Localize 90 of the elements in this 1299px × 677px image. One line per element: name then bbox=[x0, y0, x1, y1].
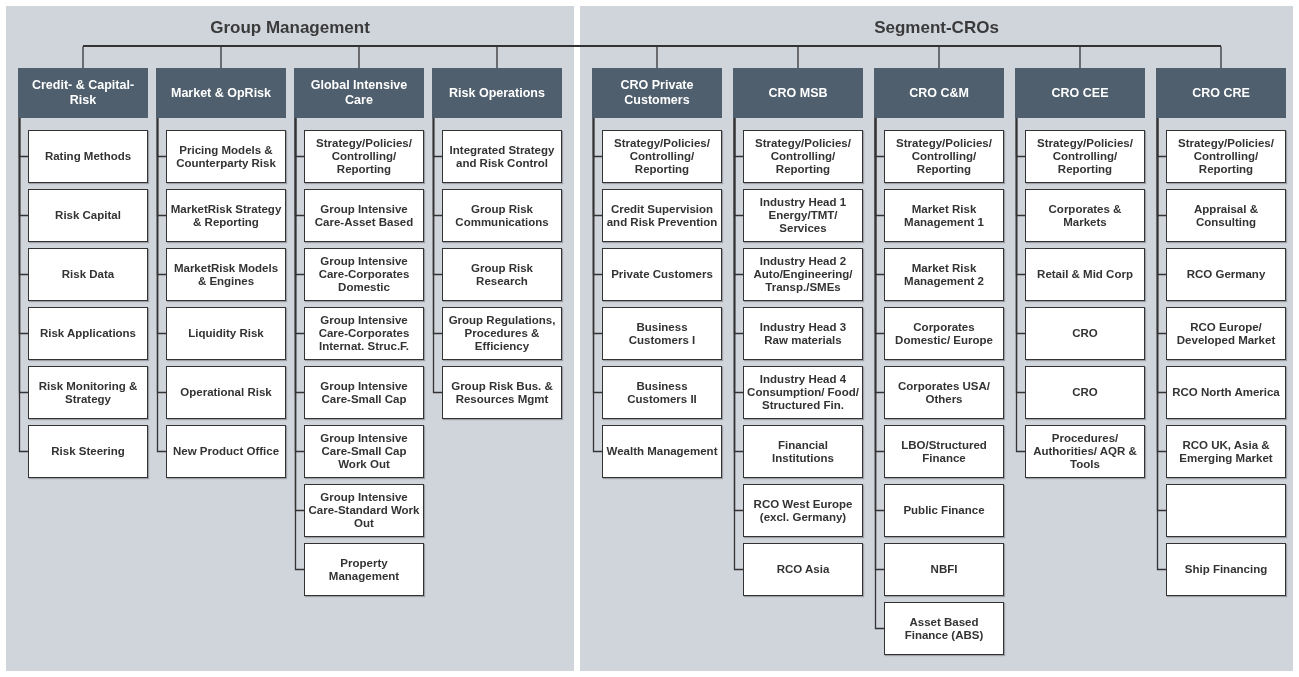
unit-box: RCO UK, Asia & Emerging Market bbox=[1166, 425, 1286, 478]
unit-box: Group Intensive Care-Corporates Domestic bbox=[304, 248, 424, 301]
bus-line bbox=[83, 45, 1221, 47]
unit-box: Strategy/Policies/ Controlling/ Reporting bbox=[1025, 130, 1145, 183]
department-header: Risk Operations bbox=[432, 68, 562, 118]
department-header: Market & OpRisk bbox=[156, 68, 286, 118]
unit-box: Risk Capital bbox=[28, 189, 148, 242]
unit-box: Ship Financing bbox=[1166, 543, 1286, 596]
unit-box: Risk Monitoring & Strategy bbox=[28, 366, 148, 419]
unit-box: Market Risk Management 2 bbox=[884, 248, 1004, 301]
unit-box: Public Finance bbox=[884, 484, 1004, 537]
unit-box: Group Intensive Care-Small Cap Work Out bbox=[304, 425, 424, 478]
section-panel bbox=[6, 6, 574, 671]
unit-box: Integrated Strategy and Risk Control bbox=[442, 130, 562, 183]
unit-box: RCO Germany bbox=[1166, 248, 1286, 301]
unit-box: Credit Supervision and Risk Prevention bbox=[602, 189, 722, 242]
unit-box: Industry Head 3 Raw materials bbox=[743, 307, 863, 360]
connector-line bbox=[592, 117, 603, 453]
unit-box: Financial Institutions bbox=[743, 425, 863, 478]
connector-line bbox=[432, 117, 443, 394]
unit-box: Corporates & Markets bbox=[1025, 189, 1145, 242]
department-header: CRO C&M bbox=[874, 68, 1004, 118]
unit-box: MarketRisk Strategy & Reporting bbox=[166, 189, 286, 242]
connector-line bbox=[797, 45, 799, 69]
unit-box: Strategy/Policies/ Controlling/ Reporting bbox=[304, 130, 424, 183]
unit-box: New Product Office bbox=[166, 425, 286, 478]
unit-box: Business Customers II bbox=[602, 366, 722, 419]
unit-box: Asset Based Finance (ABS) bbox=[884, 602, 1004, 655]
unit-box: Risk Steering bbox=[28, 425, 148, 478]
unit-box: Group Risk Research bbox=[442, 248, 562, 301]
unit-box: RCO West Europe (excl. Germany) bbox=[743, 484, 863, 537]
department-header: Credit- & Capital-Risk bbox=[18, 68, 148, 118]
connector-line bbox=[1079, 45, 1081, 69]
unit-box: Rating Methods bbox=[28, 130, 148, 183]
unit-box: Retail & Mid Corp bbox=[1025, 248, 1145, 301]
unit-box: CRO bbox=[1025, 366, 1145, 419]
unit-box: NBFI bbox=[884, 543, 1004, 596]
unit-box: Pricing Models & Counterparty Risk bbox=[166, 130, 286, 183]
unit-box: Corporates USA/ Others bbox=[884, 366, 1004, 419]
unit-box: Group Intensive Care-Corporates Internat. Struc.F. bbox=[304, 307, 424, 360]
unit-box: Corporates Domestic/ Europe bbox=[884, 307, 1004, 360]
department-header: Global Intensive Care bbox=[294, 68, 424, 118]
unit-box: Operational Risk bbox=[166, 366, 286, 419]
department-header: CRO Private Customers bbox=[592, 68, 722, 118]
unit-box: Strategy/Policies/ Controlling/ Reporting bbox=[602, 130, 722, 183]
connector-line bbox=[1220, 45, 1222, 69]
unit-box: LBO/Structured Finance bbox=[884, 425, 1004, 478]
unit-box: Strategy/Policies/ Controlling/ Reporting bbox=[884, 130, 1004, 183]
unit-box: Risk Data bbox=[28, 248, 148, 301]
unit-box: CRO bbox=[1025, 307, 1145, 360]
unit-box: Procedures/ Authorities/ AQR & Tools bbox=[1025, 425, 1145, 478]
unit-box: Appraisal & Consulting bbox=[1166, 189, 1286, 242]
department-header: CRO CEE bbox=[1015, 68, 1145, 118]
section-heading: Group Management bbox=[209, 18, 371, 38]
unit-box: Strategy/Policies/ Controlling/ Reporting bbox=[743, 130, 863, 183]
unit-box: Group Risk Communications bbox=[442, 189, 562, 242]
unit-box: Property Management bbox=[304, 543, 424, 596]
connector-line bbox=[496, 45, 498, 69]
unit-box: Group Risk Bus. & Resources Mgmt bbox=[442, 366, 562, 419]
unit-box: RCO Asia bbox=[743, 543, 863, 596]
unit-box: Group Regulations, Procedures & Efficiency bbox=[442, 307, 562, 360]
unit-box: RCO Europe/ Developed Market bbox=[1166, 307, 1286, 360]
connector-line bbox=[656, 45, 658, 69]
connector-line bbox=[18, 117, 29, 453]
section-heading: Segment-CROs bbox=[873, 18, 1000, 38]
connector-line bbox=[938, 45, 940, 69]
unit-box: MarketRisk Models & Engines bbox=[166, 248, 286, 301]
unit-box bbox=[1166, 484, 1286, 537]
department-header: CRO CRE bbox=[1156, 68, 1286, 118]
unit-box: Liquidity Risk bbox=[166, 307, 286, 360]
unit-box: Wealth Management bbox=[602, 425, 722, 478]
unit-box: Strategy/Policies/ Controlling/ Reporting bbox=[1166, 130, 1286, 183]
connector-line bbox=[156, 117, 167, 453]
connector-line bbox=[1015, 117, 1026, 453]
unit-box: Group Intensive Care-Asset Based bbox=[304, 189, 424, 242]
unit-box: Risk Applications bbox=[28, 307, 148, 360]
unit-box: RCO North America bbox=[1166, 366, 1286, 419]
department-header: CRO MSB bbox=[733, 68, 863, 118]
unit-box: Group Intensive Care-Small Cap bbox=[304, 366, 424, 419]
section-panel bbox=[580, 6, 1293, 671]
connector-line bbox=[82, 45, 84, 69]
unit-box: Industry Head 4 Consumption/ Food/ Structured Fin. bbox=[743, 366, 863, 419]
unit-box: Industry Head 2 Auto/Engineering/ Transp./SMEs bbox=[743, 248, 863, 301]
connector-line bbox=[358, 45, 360, 69]
unit-box: Business Customers I bbox=[602, 307, 722, 360]
unit-box: Group Intensive Care-Standard Work Out bbox=[304, 484, 424, 537]
unit-box: Market Risk Management 1 bbox=[884, 189, 1004, 242]
unit-box: Private Customers bbox=[602, 248, 722, 301]
unit-box: Industry Head 1 Energy/TMT/ Services bbox=[743, 189, 863, 242]
connector-line bbox=[220, 45, 222, 69]
